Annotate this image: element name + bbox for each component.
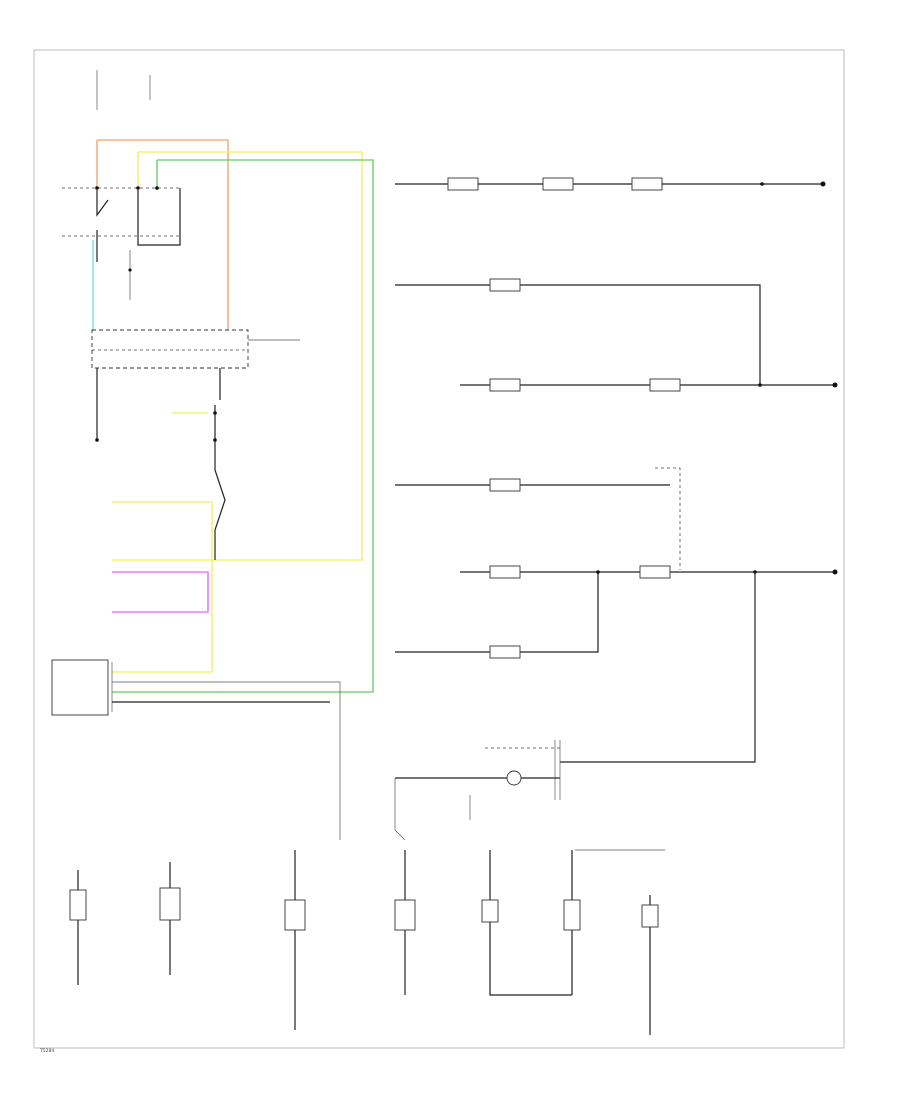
bottom-components bbox=[69, 849, 665, 1035]
right-row-2 bbox=[395, 278, 838, 392]
magenta-wire bbox=[112, 571, 209, 613]
ignition-switch-section bbox=[62, 70, 181, 300]
orange-wire bbox=[96, 139, 229, 335]
yellow-wire bbox=[112, 151, 363, 673]
right-lower-feed bbox=[394, 572, 756, 841]
green-wire bbox=[112, 159, 374, 693]
diagram-id: T5284 bbox=[39, 1048, 54, 1054]
diagram-frame bbox=[33, 49, 845, 1049]
right-row-3 bbox=[395, 467, 838, 659]
control-module bbox=[51, 659, 341, 840]
relay-section bbox=[91, 329, 300, 560]
right-row-1 bbox=[395, 177, 826, 191]
